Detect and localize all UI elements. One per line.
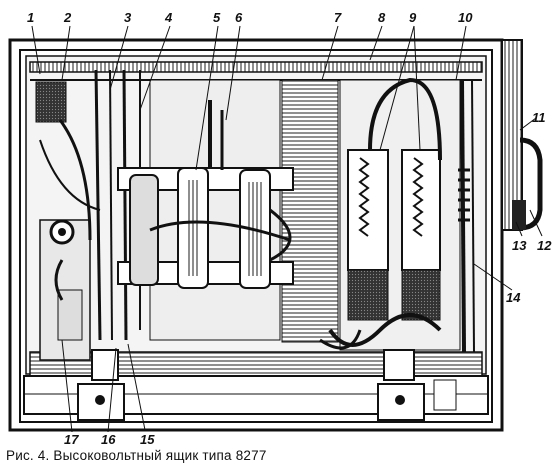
callout-label-4: 4 <box>164 10 173 25</box>
relay-units <box>319 77 442 350</box>
callout-label-3: 3 <box>124 10 132 25</box>
callout-label-14: 14 <box>506 290 521 305</box>
callout-label-8: 8 <box>378 10 386 25</box>
door-panel <box>501 39 543 231</box>
callout-label-15: 15 <box>140 432 155 447</box>
callout-label-13: 13 <box>512 238 527 253</box>
callout-label-6: 6 <box>235 10 243 25</box>
tube-assembly <box>117 100 294 289</box>
left-panel <box>35 81 91 361</box>
callout-label-16: 16 <box>101 432 116 447</box>
callout-label-10: 10 <box>458 10 473 25</box>
leader-lines <box>31 25 543 433</box>
figure-caption: Рис. 4. Высоковольтный ящик типа 8277 <box>6 448 267 463</box>
bottom-brackets <box>77 349 457 421</box>
callout-label-7: 7 <box>334 10 342 25</box>
right-cable <box>458 79 475 353</box>
callout-label-5: 5 <box>213 10 221 25</box>
callout-label-9: 9 <box>409 10 417 25</box>
callout-labels: 1 2 3 4 5 6 7 8 9 10 11 12 13 14 15 16 1… <box>27 10 552 447</box>
callout-label-11: 11 <box>532 110 546 125</box>
callout-label-12: 12 <box>537 238 552 253</box>
callout-label-17: 17 <box>64 432 79 447</box>
callout-label-1: 1 <box>27 10 34 25</box>
callout-label-2: 2 <box>63 10 72 25</box>
